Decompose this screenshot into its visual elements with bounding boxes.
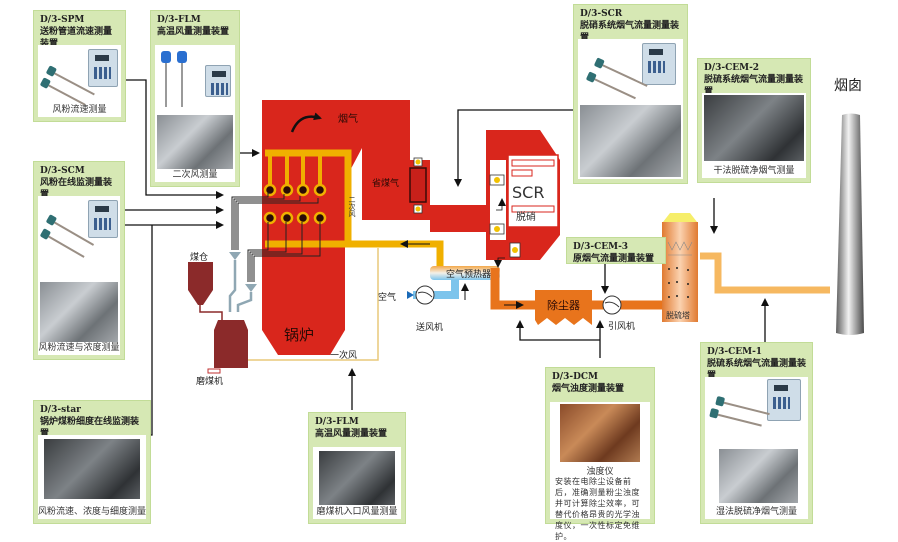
card-caption: 风粉流速与浓度测量 <box>38 343 120 353</box>
card-title: 高温风量测量装置 <box>157 27 230 37</box>
installation-photo <box>157 115 233 169</box>
card-caption: 二次风测量 <box>172 170 218 180</box>
card-cem3: D/3-CEM-3 原烟气流量测量装置 <box>566 237 666 264</box>
card-caption: 干法脱硫净烟气测量 <box>713 166 795 176</box>
label-forced-draft-fan: 送风机 <box>416 321 443 333</box>
label-flue-gas: 烟气 <box>338 112 358 125</box>
card-title: 原烟气流量测量装置 <box>573 254 655 264</box>
card-caption: 磨煤机入口风量测量 <box>316 507 398 517</box>
label-air-preheater: 空气预热器 <box>446 268 491 280</box>
label-dust-collector: 除尘器 <box>547 298 580 312</box>
card-title: 烟气浊度测量装置 <box>552 384 625 394</box>
process-diagram: 烟气 省煤气 二次风 SCR 脱硝 煤仓 锅炉 一次风 磨煤机 空气预热器 空气… <box>118 78 864 436</box>
card-star: D/3-star 锅炉煤粉细度在线监测装置 风粉流速、浓度与细度测量 <box>33 400 151 524</box>
scr-reactor <box>507 154 559 228</box>
card-code: D/3-SCR <box>580 9 623 19</box>
flow-meter-icon <box>161 51 171 63</box>
card-code: D/3-CEM-2 <box>704 63 760 73</box>
controller-device-icon <box>205 65 231 97</box>
label-boiler: 锅炉 <box>284 326 314 344</box>
economizer-box <box>409 167 427 203</box>
card-code: D/3-DCM <box>552 372 599 382</box>
installation-photo <box>40 282 118 342</box>
label-desulfurization-tower: 脱硫塔 <box>666 310 690 320</box>
connector-lines <box>118 79 769 436</box>
coal-pipes <box>231 192 321 282</box>
card-caption: 湿法脱硫净烟气测量 <box>715 507 797 517</box>
controller-device-icon <box>88 200 118 238</box>
card-code: D/3-CEM-3 <box>573 242 629 252</box>
card-title: 锅炉煤粉细度在线监测装置 <box>40 417 140 439</box>
installation-photo <box>704 95 804 161</box>
card-code: D/3-SPM <box>40 15 85 25</box>
probe-icon <box>714 413 762 427</box>
card-cem1: D/3-CEM-1 脱硫系统烟气流量测量装置 湿法脱硫净烟气测量 <box>700 342 813 524</box>
card-scm: D/3-SCM 风粉在线监测量装置 风粉流速与浓度测量 <box>33 161 125 360</box>
card-dcm: D/3-DCM 烟气浊度测量装置 浊度仪 安装在电除尘设备前后，准确测量粉尘浊度并… <box>545 367 655 541</box>
desulfurization-tower <box>662 222 698 322</box>
clean-flue-duct <box>700 252 830 294</box>
label-scr: SCR <box>512 183 544 202</box>
card-title: 风粉在线监测量装置 <box>40 178 113 200</box>
card-cem2: D/3-CEM-2 脱硫系统烟气流量测量装置 干法脱硫净烟气测量 <box>697 58 811 183</box>
scr-catalyst-layers <box>511 159 555 213</box>
controller-device-icon <box>88 49 118 87</box>
forced-draft-fan <box>415 285 435 305</box>
installation-photo <box>44 439 140 499</box>
installation-photo <box>319 451 395 505</box>
chimney <box>836 113 864 335</box>
card-caption: 风粉流速、浓度与细度测量 <box>38 507 147 517</box>
label-coal-bunker: 煤仓 <box>190 251 208 263</box>
hot-air-duct <box>265 149 444 268</box>
card-title: 脱硫系统烟气流量测量装置 <box>707 359 807 381</box>
card-spm: D/3-SPM 送粉管道流速测量装置 风粉流速测量 <box>33 10 126 122</box>
label-economizer: 省煤气 <box>372 177 399 189</box>
label-denitration: 脱硝 <box>516 210 536 223</box>
card-code: D/3-FLM <box>157 15 201 25</box>
card-scr: D/3-SCR 脱硝系统烟气流量测量装置 <box>573 4 688 184</box>
card-caption: 风粉流速测量 <box>52 105 107 115</box>
card-code: D/3-star <box>40 405 81 415</box>
coal-mill <box>214 320 248 368</box>
probe-icon <box>591 77 636 100</box>
card-caption: 浊度仪 <box>586 467 614 477</box>
card-flm-top: D/3-FLM 高温风量测量装置 二次风测量 <box>150 10 240 187</box>
label-primary-air: 一次风 <box>330 349 357 361</box>
installation-photo <box>580 105 681 177</box>
label-coal-mill: 磨煤机 <box>196 375 223 387</box>
probe-icon <box>720 401 770 416</box>
card-description: 安装在电除尘设备前后，准确测量粉尘浊度并可计算除尘效率，可替代价格昂贵的光学浊度… <box>555 477 640 541</box>
dust-collector <box>535 290 592 325</box>
boiler <box>262 100 410 355</box>
card-flm-bottom: D/3-FLM 高温风量测量装置 磨煤机入口风量测量 <box>308 412 406 524</box>
coal-bunker <box>188 262 213 305</box>
installation-photo <box>719 449 798 503</box>
card-code: D/3-SCM <box>40 166 85 176</box>
controller-device-icon <box>642 43 676 85</box>
card-title: 送粉管道流速测量装置 <box>40 27 113 49</box>
card-code: D/3-FLM <box>315 417 359 427</box>
card-title: 脱硝系统烟气流量测量装置 <box>580 21 680 43</box>
label-air-left: 空气 <box>378 291 396 303</box>
label-induced-draft-fan: 引风机 <box>608 320 635 332</box>
label-chimney: 烟囱 <box>834 78 862 94</box>
flue-gas-arrow <box>290 112 322 133</box>
air-preheater <box>430 266 500 280</box>
label-secondary-air: 二次风 <box>348 196 356 218</box>
flow-meter-icon <box>177 51 187 63</box>
card-title: 脱硫系统烟气流量测量装置 <box>704 75 804 97</box>
controller-device-icon <box>767 379 801 421</box>
card-code: D/3-CEM-1 <box>707 347 763 357</box>
primary-air-line <box>245 248 379 361</box>
card-title: 高温风量测量装置 <box>315 429 388 439</box>
induced-draft-fan <box>602 295 622 315</box>
installation-photo <box>560 404 640 462</box>
